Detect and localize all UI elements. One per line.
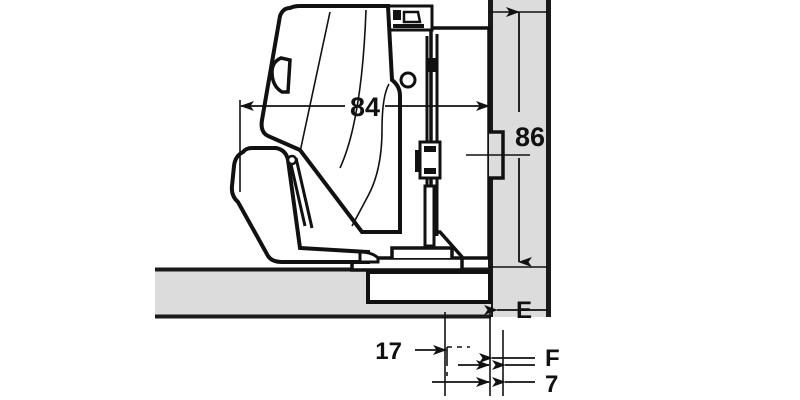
dimension-84-label: 84 — [350, 92, 380, 122]
dimension-7-label: 7 — [545, 371, 558, 398]
dimension-86: 86 — [466, 7, 548, 268]
bottom-dimension-group: 17 F 7 — [375, 312, 560, 398]
dimension-86-label: 86 — [515, 122, 545, 152]
linkage-arm — [229, 146, 380, 264]
dimension-F-label: F — [545, 345, 560, 372]
dimension-84: 84 — [239, 92, 490, 192]
dimension-17-label: 17 — [375, 338, 402, 365]
hinge-body — [386, 4, 505, 260]
dimension-E-label: E — [516, 297, 532, 324]
mounting-plate-recess — [366, 270, 492, 304]
hinge-cup-arm — [259, 3, 417, 234]
dimension-E: E — [484, 297, 548, 324]
